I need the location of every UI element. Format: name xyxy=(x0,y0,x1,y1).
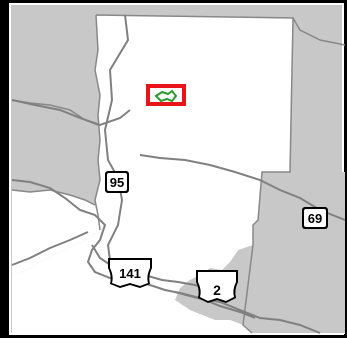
boundary-east xyxy=(292,17,346,46)
route-95-label: 95 xyxy=(110,175,124,190)
river-main xyxy=(11,179,321,334)
neighbor-area-southwest xyxy=(12,190,100,275)
us-141-label: 141 xyxy=(119,266,141,281)
road-route-95 xyxy=(103,14,130,261)
county-boundary xyxy=(94,14,294,334)
road-southwest xyxy=(11,231,89,266)
route-95-shield: 95 xyxy=(105,171,129,193)
location-feature xyxy=(154,89,178,103)
us-2-shield: 2 xyxy=(196,270,238,303)
county-area xyxy=(12,15,345,334)
us-141-shield: 141 xyxy=(108,258,152,288)
road-route-2 xyxy=(174,291,256,319)
boundary-southwest xyxy=(11,189,96,206)
neighbor-area-bottom xyxy=(12,290,252,334)
us-2-label: 2 xyxy=(213,282,221,298)
road-route-69 xyxy=(139,154,346,221)
location-highlight-box xyxy=(146,84,186,106)
route-69-label: 69 xyxy=(308,211,322,226)
road-north-east xyxy=(11,99,131,127)
route-69-shield: 69 xyxy=(302,207,328,229)
